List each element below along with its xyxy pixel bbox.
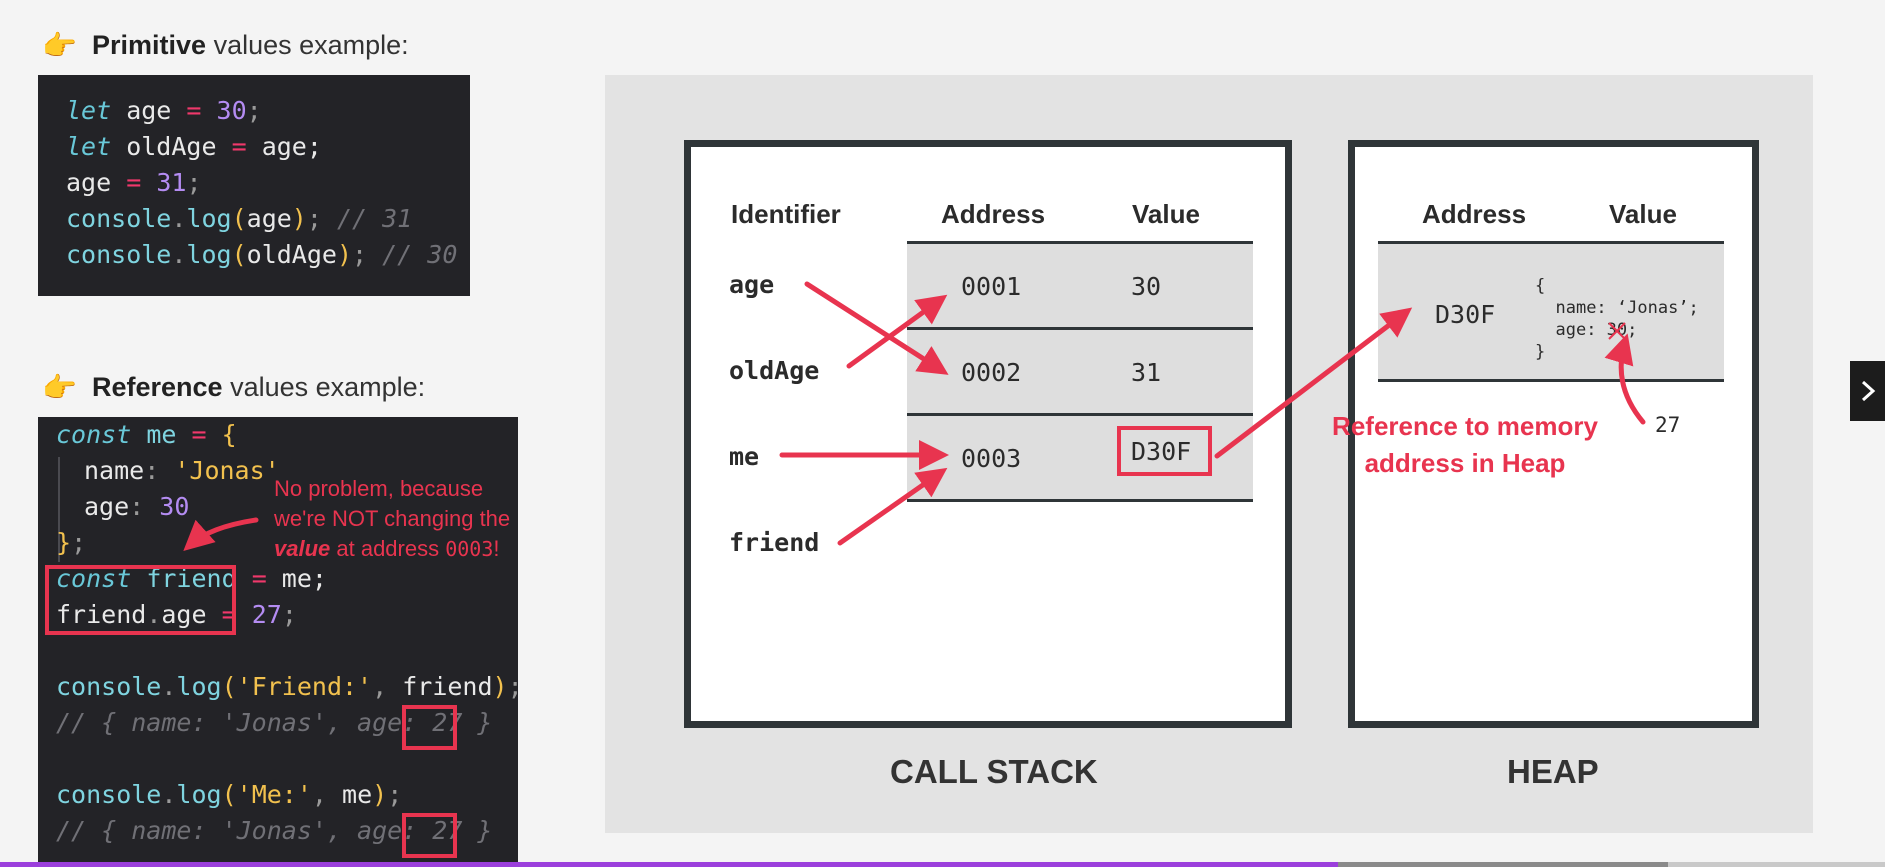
reference-note: Reference to memory address in Heap (1320, 408, 1610, 482)
primitive-heading-rest: values example: (206, 30, 409, 60)
arrow-27-to-age (1604, 333, 1646, 425)
primitive-heading-bold: Primitive (92, 30, 207, 60)
reference-code-block: const me = { name: 'Jonas' age: 30 }; co… (38, 417, 523, 867)
arrow-d30f-to-heap (1214, 307, 1413, 459)
address-table-bg (907, 243, 1253, 499)
row-divider (907, 241, 1253, 244)
annotation-note: No problem, because we're NOT changing t… (274, 474, 510, 564)
address-cell: 0003 (961, 444, 1022, 473)
row-divider (1378, 241, 1724, 244)
arrow-friend-to-0003 (837, 467, 948, 546)
heap-address-cell: D30F (1435, 300, 1496, 329)
progress-buffered (1338, 862, 1669, 867)
primitive-code-block: let age = 30; let oldAge = age; age = 31… (38, 75, 470, 296)
heap-address-header: Address (1422, 199, 1527, 229)
code-comment: // { name: 'Jonas', age: 27 } (56, 816, 493, 845)
pointing-hand-icon: 👉 (42, 372, 77, 403)
code-line: }; (56, 528, 87, 557)
value-header: Value (1132, 199, 1200, 229)
annotation-line: we're NOT changing the (274, 506, 511, 531)
pointing-hand-icon: 👉 (42, 30, 77, 61)
heap-caption: HEAP (1507, 753, 1599, 790)
primitive-heading: Primitive values example: (92, 30, 409, 61)
progress-played (0, 862, 1339, 867)
code-comment: // { name: 'Jonas', age: 27 } (56, 708, 493, 737)
row-divider (907, 413, 1253, 416)
address-cell: 0002 (961, 358, 1022, 387)
identifier-friend: friend (729, 528, 820, 557)
row-divider (907, 327, 1253, 330)
call-stack-caption: CALL STACK (890, 753, 1098, 790)
reference-note-line: Reference to memory (1332, 411, 1598, 441)
next-slide-button[interactable] (1850, 361, 1885, 421)
code-line: age = 31; (66, 168, 202, 197)
code-line: const me = { (56, 420, 237, 449)
code-line: console.log('Me:', me); (56, 780, 403, 809)
reference-heading-rest: values example: (222, 372, 426, 402)
code-line: let age = 30; (66, 96, 262, 125)
video-progress-bar[interactable] (0, 862, 1885, 867)
value-cell: D30F (1131, 437, 1192, 466)
address-cell: 0001 (961, 272, 1022, 301)
row-divider (907, 499, 1253, 502)
identifier-me: me (729, 442, 760, 471)
highlight-friend-box (45, 565, 236, 635)
address-header: Address (941, 199, 1046, 229)
call-stack-panel: Identifier Address Value age oldAge me f… (684, 140, 1292, 728)
heap-value-header: Value (1609, 199, 1677, 229)
code-line: let oldAge = age; (66, 132, 322, 161)
heap-row-bg (1378, 243, 1724, 379)
arrow-age-to-0002 (804, 281, 949, 375)
highlight-27-box (402, 705, 457, 750)
heap-panel: Address Value D30F { name: ‘Jonas’; age:… (1348, 140, 1759, 728)
reference-heading-bold: Reference (92, 372, 223, 402)
annotation-line: value at address 0003! (274, 536, 500, 561)
identifier-oldage: oldAge (729, 356, 820, 385)
annotation-line: No problem, because (274, 476, 484, 501)
code-line: name: 'Jonas' (84, 456, 280, 485)
arrow-oldage-to-0001 (846, 294, 948, 369)
code-line: console.log(oldAge); // 30 (66, 240, 458, 269)
reference-note-line: address in Heap (1364, 448, 1566, 478)
row-divider (1378, 379, 1724, 382)
highlight-27-box (402, 813, 457, 858)
arrow-note-to-code (183, 517, 259, 552)
value-cell: 31 (1131, 358, 1162, 387)
reference-value-box (1117, 426, 1212, 476)
code-line: console.log(age); // 31 (66, 204, 413, 233)
heap-object: { name: ‘Jonas’; age: 30; } (1535, 276, 1699, 362)
value-cell: 30 (1131, 272, 1162, 301)
reference-heading: Reference values example: (92, 372, 425, 403)
identifier-header: Identifier (731, 199, 841, 229)
identifier-age: age (729, 270, 775, 299)
indent-guide (58, 457, 60, 562)
chevron-right-icon (1861, 380, 1875, 402)
code-line: age: 30 (84, 492, 190, 521)
new-age-value: 27 (1655, 413, 1681, 437)
code-line: console.log('Friend:', friend); (56, 672, 523, 701)
